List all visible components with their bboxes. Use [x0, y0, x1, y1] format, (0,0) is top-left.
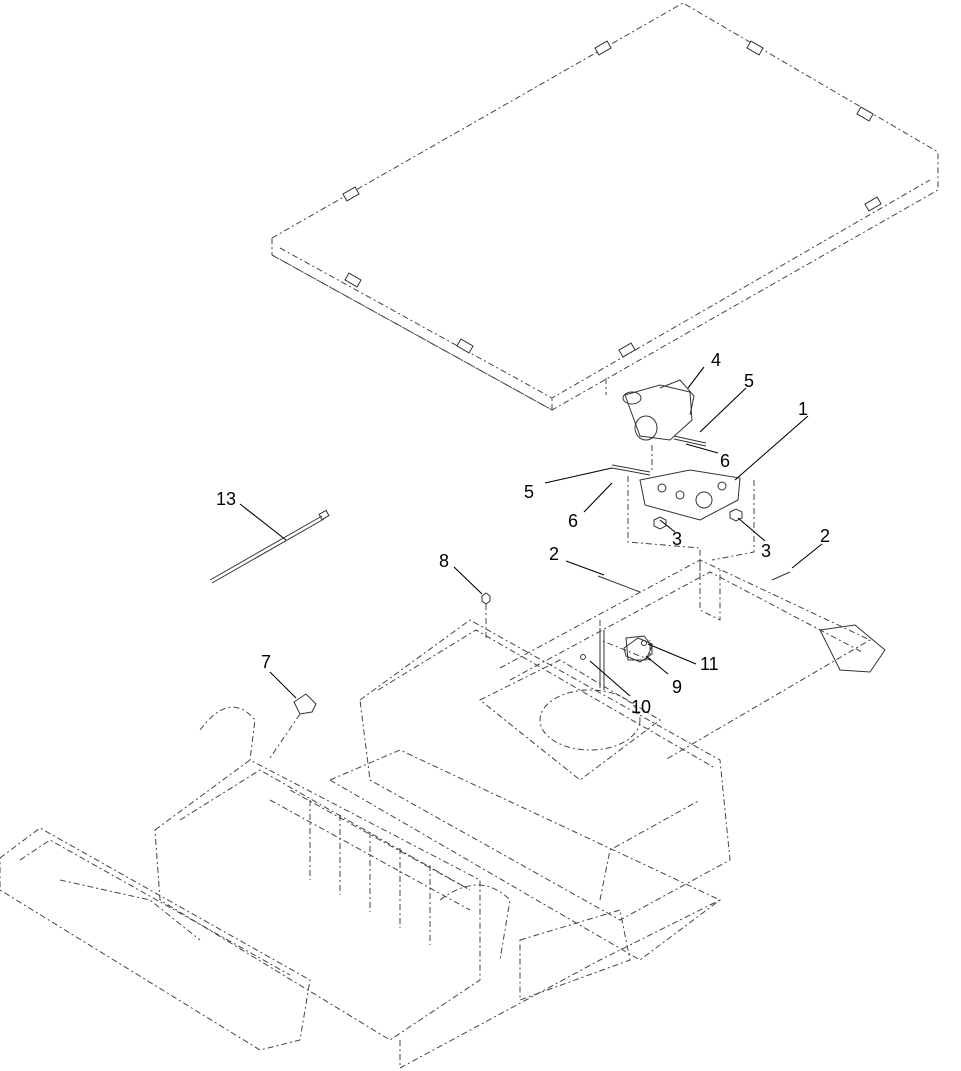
callout-13: 13	[216, 489, 236, 509]
callout-6a: 6	[720, 451, 730, 471]
nut-part	[481, 592, 491, 640]
cargo-basket	[154, 706, 511, 1041]
front-bumper	[0, 827, 311, 1051]
seat-base	[359, 619, 731, 921]
plate-part	[580, 637, 653, 663]
top-panel	[271, 2, 939, 411]
callout-11: 11	[700, 654, 719, 674]
callout-2b: 2	[820, 526, 830, 546]
callout-3b: 3	[761, 541, 771, 561]
callout-leaders	[239, 366, 823, 699]
callout-8: 8	[439, 551, 449, 571]
callout-labels: 1 2 2 3 3 4 5 5 6 6 7 8 9 10 11 13	[216, 350, 830, 717]
floor-plate	[328, 749, 721, 1069]
latch-assembly	[605, 378, 707, 472]
callout-6b: 6	[568, 511, 578, 531]
callout-5b: 5	[524, 482, 534, 502]
callout-2a: 2	[549, 544, 559, 564]
callout-5a: 5	[744, 371, 754, 391]
cable-tie	[209, 509, 330, 584]
callout-9: 9	[672, 677, 682, 697]
frame-rails	[499, 559, 886, 761]
clip-part	[269, 693, 317, 759]
callout-10: 10	[631, 697, 651, 717]
callout-3a: 3	[672, 529, 682, 549]
callout-1: 1	[798, 399, 808, 419]
callout-4: 4	[711, 350, 721, 370]
bracket-assembly	[611, 464, 755, 580]
callout-7: 7	[261, 652, 271, 672]
